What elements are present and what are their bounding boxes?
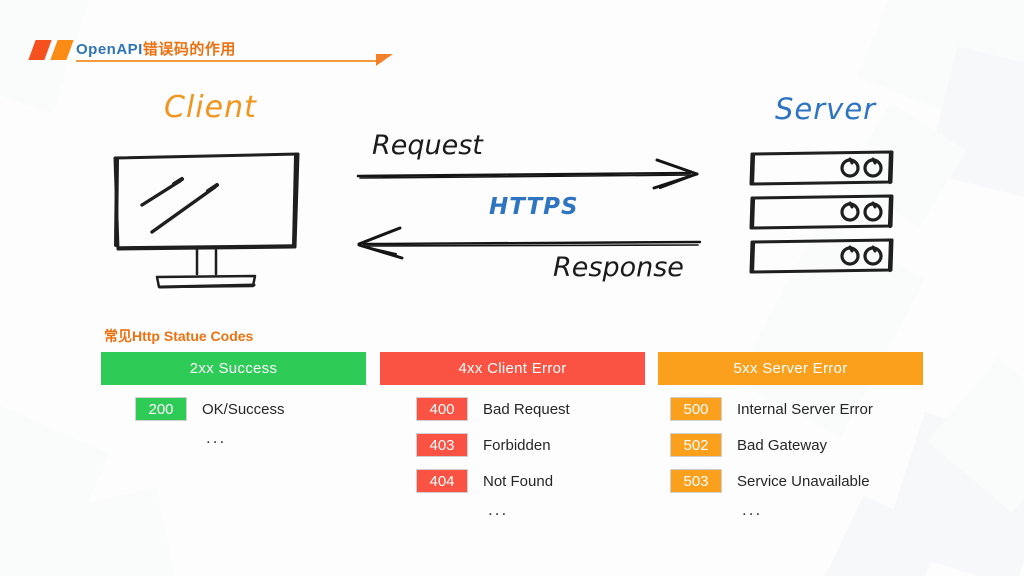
page-title: OpenAPI错误码的作用 (76, 38, 236, 59)
status-row[interactable]: 400 Bad Request (416, 397, 645, 421)
bg-shape (857, 0, 1024, 133)
status-code-badge: 400 (416, 397, 468, 421)
slide-title-bar: OpenAPI错误码的作用 (28, 38, 393, 66)
more-indicator: ... (742, 500, 763, 519)
status-code-description: Internal Server Error (737, 400, 873, 418)
status-code-description: OK/Success (202, 400, 285, 418)
monitor-illustration (113, 152, 300, 289)
bg-shape (0, 405, 110, 576)
status-code-badge: 404 (416, 469, 468, 493)
status-code-badge: 403 (416, 433, 468, 457)
status-code-description: Not Found (483, 472, 554, 490)
column-header-4xx: 4xx Client Error (380, 352, 645, 385)
flow-arrows (356, 158, 702, 260)
response-arrow-icon (357, 226, 702, 260)
more-indicator: ... (206, 428, 227, 447)
more-indicator: ... (488, 500, 509, 519)
status-code-badge: 500 (670, 397, 722, 421)
status-rows-2xx: 200 OK/Success (101, 397, 366, 421)
server-illustration (749, 150, 894, 274)
status-row[interactable]: 404 Not Found (416, 469, 645, 493)
column-header-5xx: 5xx Server Error (658, 352, 923, 385)
status-code-description: Forbidden (483, 436, 551, 454)
bg-shape (926, 46, 1024, 204)
column-header-2xx: 2xx Success (101, 352, 366, 385)
status-code-badge: 502 (670, 433, 722, 457)
status-rows-5xx: 500 Internal Server Error 502 Bad Gatewa… (658, 397, 923, 493)
section-title: 常见Http Statue Codes (104, 328, 254, 344)
status-code-badge: 503 (670, 469, 722, 493)
status-row[interactable]: 502 Bad Gateway (670, 433, 923, 457)
status-column-4xx: 4xx Client Error 400 Bad Request 403 For… (380, 352, 645, 519)
status-code-description: Bad Gateway (737, 436, 828, 454)
title-arrow-icon (376, 54, 393, 66)
request-label: Request (372, 130, 483, 161)
server-label: Server (775, 92, 877, 126)
protocol-label: HTTPS (489, 194, 579, 220)
client-label: Client (164, 90, 257, 125)
title-accent-shape-2 (50, 40, 74, 60)
status-row[interactable]: 503 Service Unavailable (670, 469, 923, 493)
title-accent-shape-1 (28, 40, 52, 60)
status-code-description: Service Unavailable (737, 472, 870, 490)
status-column-5xx: 5xx Server Error 500 Internal Server Err… (658, 352, 923, 519)
request-arrow-icon (356, 158, 699, 190)
status-code-badge: 200 (135, 397, 187, 421)
bg-shape (28, 487, 182, 576)
status-row[interactable]: 500 Internal Server Error (670, 397, 923, 421)
page-title-en: OpenAPI (76, 41, 143, 58)
bg-shape (927, 357, 1024, 513)
status-rows-4xx: 400 Bad Request 403 Forbidden 404 Not Fo… (380, 397, 645, 493)
status-column-2xx: 2xx Success 200 OK/Success ... (101, 352, 366, 447)
page-title-cn: 错误码的作用 (142, 41, 236, 58)
status-row[interactable]: 200 OK/Success (135, 397, 366, 421)
status-row[interactable]: 403 Forbidden (416, 433, 645, 457)
response-label: Response (553, 252, 684, 283)
status-code-description: Bad Request (483, 400, 570, 418)
title-underline (76, 60, 376, 62)
